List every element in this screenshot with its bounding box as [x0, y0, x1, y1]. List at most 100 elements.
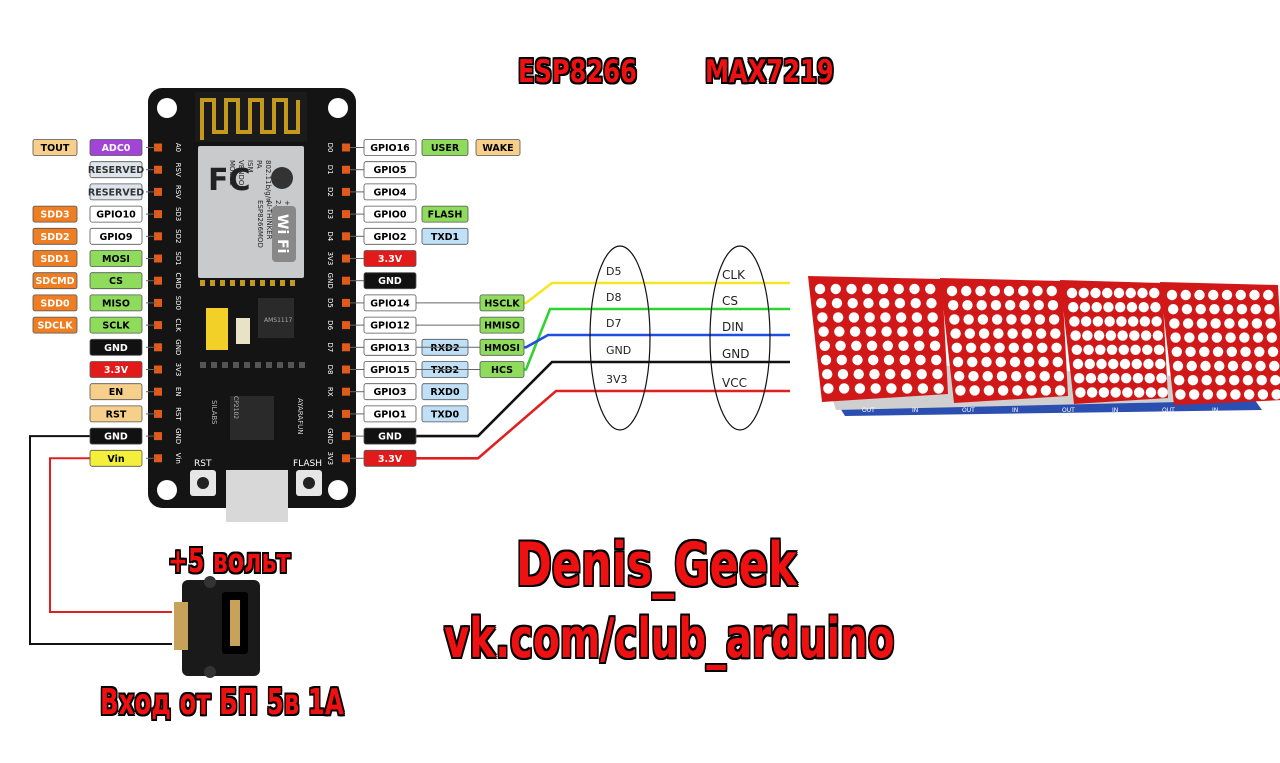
pin-label-text: SDCMD — [35, 276, 74, 287]
matrix-led — [865, 326, 877, 337]
matrix-led — [1037, 342, 1048, 353]
matrix-led — [1109, 373, 1120, 384]
chip-text: SILABS — [210, 400, 218, 425]
brand-text: AYARAFUN — [296, 398, 304, 435]
pin-label-text: RXD0 — [430, 387, 460, 398]
matrix-led — [1174, 375, 1185, 386]
module-pad — [210, 280, 215, 286]
matrix-led — [1264, 304, 1275, 315]
pin-label: RESERVED — [88, 183, 144, 201]
matrix-led — [1052, 356, 1063, 368]
matrix-led — [1223, 304, 1234, 315]
matrix-led — [1069, 316, 1080, 327]
pin-label-box — [479, 316, 525, 334]
matrix-led — [1252, 332, 1264, 343]
pin-pad-left — [154, 321, 162, 330]
matrix-led — [1237, 318, 1249, 329]
matrix-led — [990, 300, 1002, 311]
matrix-led — [1103, 302, 1114, 313]
matrix-led — [1131, 358, 1142, 370]
pin-label-box — [363, 383, 417, 401]
pin-name-right: GND — [326, 273, 334, 289]
matrix-led — [1175, 389, 1186, 400]
matrix-pcb-label: OUT — [862, 407, 875, 414]
regulator-text: AMS1117 — [264, 317, 293, 324]
matrix-led — [1079, 302, 1091, 313]
pin-pad-left — [154, 254, 162, 263]
matrix-led — [1003, 285, 1015, 297]
matrix-led — [952, 356, 964, 368]
pin-label: GPIO1 — [363, 405, 417, 423]
max-wire-label: CS — [722, 294, 738, 308]
pin-label-text: GPIO3 — [374, 387, 407, 398]
pin-name-right: RX — [326, 387, 334, 397]
pin-label-text: GND — [378, 432, 402, 443]
matrix-led — [1011, 371, 1022, 382]
jack-body — [182, 580, 260, 676]
smd-part — [233, 362, 239, 368]
mounting-hole — [157, 480, 177, 500]
matrix-led — [1151, 316, 1162, 327]
matrix-led — [1032, 285, 1043, 297]
matrix-pcb-label: OUT — [1062, 407, 1075, 414]
chip-model-text: CP2102 — [232, 396, 239, 419]
pin-label: TOUT — [32, 139, 78, 156]
esp-wire-label: GND — [606, 344, 631, 357]
pin-label: GPIO5 — [363, 161, 417, 179]
pin-label: GPIO14 — [363, 294, 417, 312]
pin-name-left: GND — [174, 428, 182, 444]
matrix-led — [975, 285, 986, 297]
matrix-led — [1142, 344, 1153, 355]
pin-name-right: 3V3 — [326, 252, 334, 266]
matrix-led — [1214, 360, 1225, 372]
pin-label: SDD0 — [32, 294, 78, 312]
matrix-led — [834, 326, 845, 337]
pin-label: GPIO10 — [89, 205, 143, 223]
matrix-led — [1104, 316, 1115, 327]
matrix-led — [1121, 373, 1132, 384]
signal-wire — [524, 281, 790, 305]
matrix-led — [1254, 346, 1265, 357]
matrix-led — [1125, 287, 1136, 299]
matrix-led — [989, 285, 1000, 297]
matrix-led — [1132, 373, 1144, 384]
pin-label: GPIO4 — [363, 183, 417, 201]
matrix-led — [1235, 289, 1246, 301]
matrix-led — [1157, 387, 1168, 398]
pin-name-right: TX — [326, 408, 334, 418]
pin-label-text: GPIO1 — [374, 409, 407, 420]
matrix-led — [897, 326, 908, 337]
vin-power-wire — [49, 457, 172, 613]
pin-name-left: SD3 — [174, 207, 182, 221]
jack-pin-side — [174, 602, 188, 650]
matrix-led — [1145, 387, 1157, 398]
matrix-led — [1050, 328, 1061, 339]
pin-label-text: SCLK — [102, 321, 130, 332]
matrix-led — [1097, 373, 1108, 384]
pin-label: GND — [89, 338, 143, 356]
pin-label: 3.3V — [89, 361, 143, 378]
matrix-led — [1040, 385, 1052, 396]
matrix-led — [1009, 356, 1021, 368]
pin-label-text: TXD1 — [431, 232, 459, 243]
matrix-led — [977, 314, 989, 325]
matrix-led — [837, 369, 849, 380]
jack-mount — [204, 666, 216, 678]
pin-label-text: EN — [109, 387, 123, 398]
matrix-led — [996, 371, 1008, 382]
matrix-led — [1243, 389, 1255, 400]
pin-label-text: GPIO16 — [370, 143, 410, 154]
matrix-led — [1139, 316, 1151, 327]
matrix-led — [879, 298, 890, 309]
module-pad — [230, 280, 235, 286]
matrix-led — [1117, 330, 1128, 341]
pin-label-box — [89, 205, 143, 223]
matrix-led — [1075, 387, 1086, 398]
pin-label: HMOSI — [479, 338, 525, 356]
pin-name-left: RSV — [174, 163, 182, 177]
pin-label-text: WAKE — [482, 143, 513, 154]
matrix-pcb-label: IN — [1212, 407, 1218, 414]
pin-label: HCS — [479, 361, 525, 378]
matrix-led — [1180, 289, 1191, 301]
